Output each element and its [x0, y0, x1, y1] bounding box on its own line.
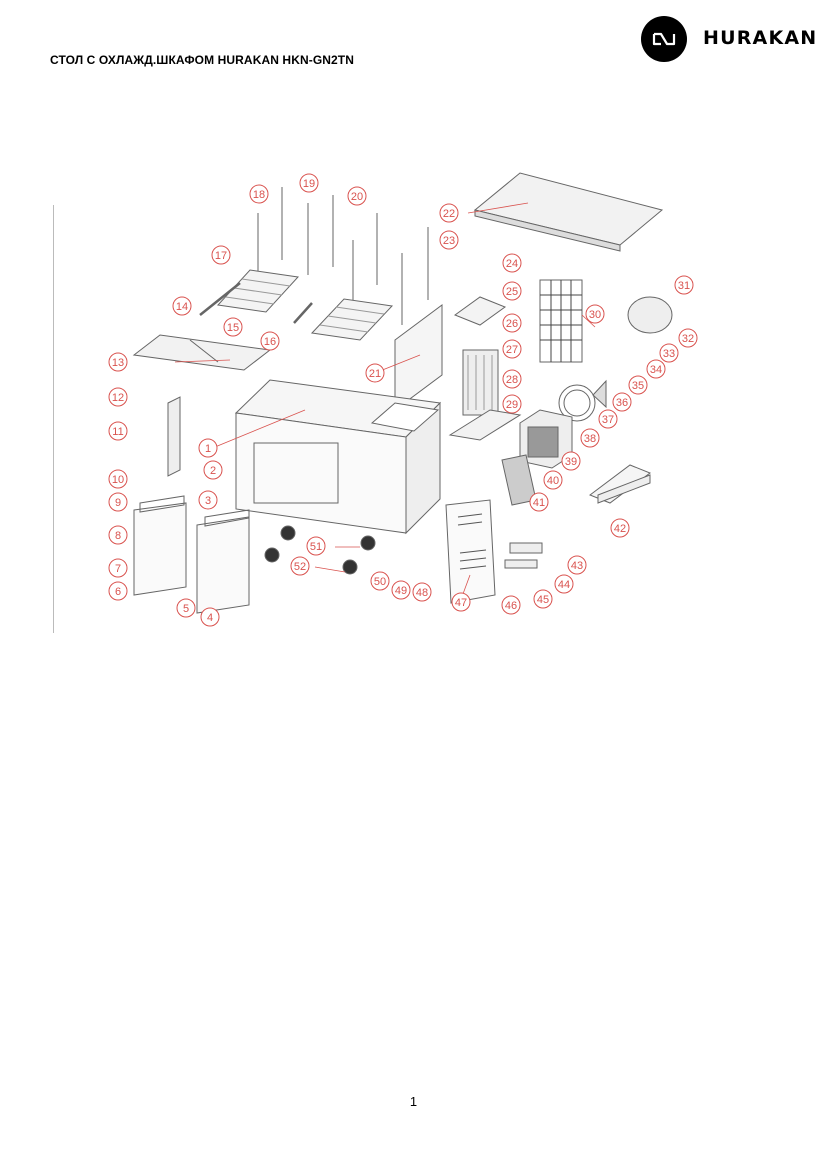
callout-38: 38 — [584, 433, 596, 445]
callout-2: 2 — [210, 465, 216, 477]
drawing-frame-line — [53, 205, 54, 633]
callout-35: 35 — [632, 380, 644, 392]
callout-47: 47 — [455, 597, 467, 609]
callout-22: 22 — [443, 208, 455, 220]
callout-3: 3 — [205, 495, 211, 507]
page-number: 1 — [409, 1094, 418, 1109]
brand-name: HURAKAN — [703, 27, 818, 49]
callout-11: 11 — [112, 426, 123, 438]
callout-41: 41 — [533, 497, 545, 509]
callout-45: 45 — [537, 594, 549, 606]
callout-32: 32 — [682, 333, 694, 345]
callout-26: 26 — [506, 318, 518, 330]
callout-13: 13 — [112, 357, 124, 369]
callout-28: 28 — [506, 374, 518, 386]
callout-8: 8 — [115, 530, 121, 542]
callout-5: 5 — [183, 603, 189, 615]
callout-12: 12 — [112, 392, 124, 404]
callout-51: 51 — [310, 541, 322, 553]
callout-16: 16 — [264, 336, 276, 348]
callout-23: 23 — [443, 235, 455, 247]
callout-18: 18 — [253, 189, 265, 201]
callout-52: 52 — [294, 561, 306, 573]
brand-logo: HURAKAN — [641, 16, 816, 62]
callout-4: 4 — [207, 612, 213, 624]
callout-6: 6 — [115, 586, 121, 598]
callout-34: 34 — [650, 364, 662, 376]
callout-31: 31 — [678, 280, 690, 292]
callout-20: 20 — [351, 191, 363, 203]
callout-25: 25 — [506, 286, 518, 298]
hurakan-wave-logo-icon — [641, 16, 687, 62]
callout-39: 39 — [565, 456, 577, 468]
callout-19: 19 — [303, 178, 315, 190]
callout-1: 1 — [205, 443, 211, 455]
callout-15: 15 — [227, 322, 239, 334]
callout-30: 30 — [589, 309, 601, 321]
callout-29: 29 — [506, 399, 518, 411]
callout-9: 9 — [115, 497, 121, 509]
callout-36: 36 — [616, 397, 628, 409]
callout-42: 42 — [614, 523, 626, 535]
callout-14: 14 — [176, 301, 188, 313]
callout-44: 44 — [558, 579, 570, 591]
callout-24: 24 — [506, 258, 518, 270]
callout-48: 48 — [416, 587, 428, 599]
callout-49: 49 — [395, 585, 407, 597]
callout-46: 46 — [505, 600, 517, 612]
callout-7: 7 — [115, 563, 121, 575]
callout-37: 37 — [602, 414, 614, 426]
callout-27: 27 — [506, 344, 518, 356]
callout-17: 17 — [215, 250, 227, 262]
callout-33: 33 — [663, 348, 675, 360]
page-title: СТОЛ С ОХЛАЖД.ШКАФОМ HURAKAN HKN-GN2TN — [50, 53, 354, 67]
callout-21: 21 — [369, 368, 381, 380]
callout-40: 40 — [547, 475, 559, 487]
exploded-parts-diagram: 1234567891011121314151617181920212223242… — [108, 172, 698, 627]
callout-10: 10 — [112, 474, 124, 486]
callout-43: 43 — [571, 560, 583, 572]
callout-50: 50 — [374, 576, 386, 588]
